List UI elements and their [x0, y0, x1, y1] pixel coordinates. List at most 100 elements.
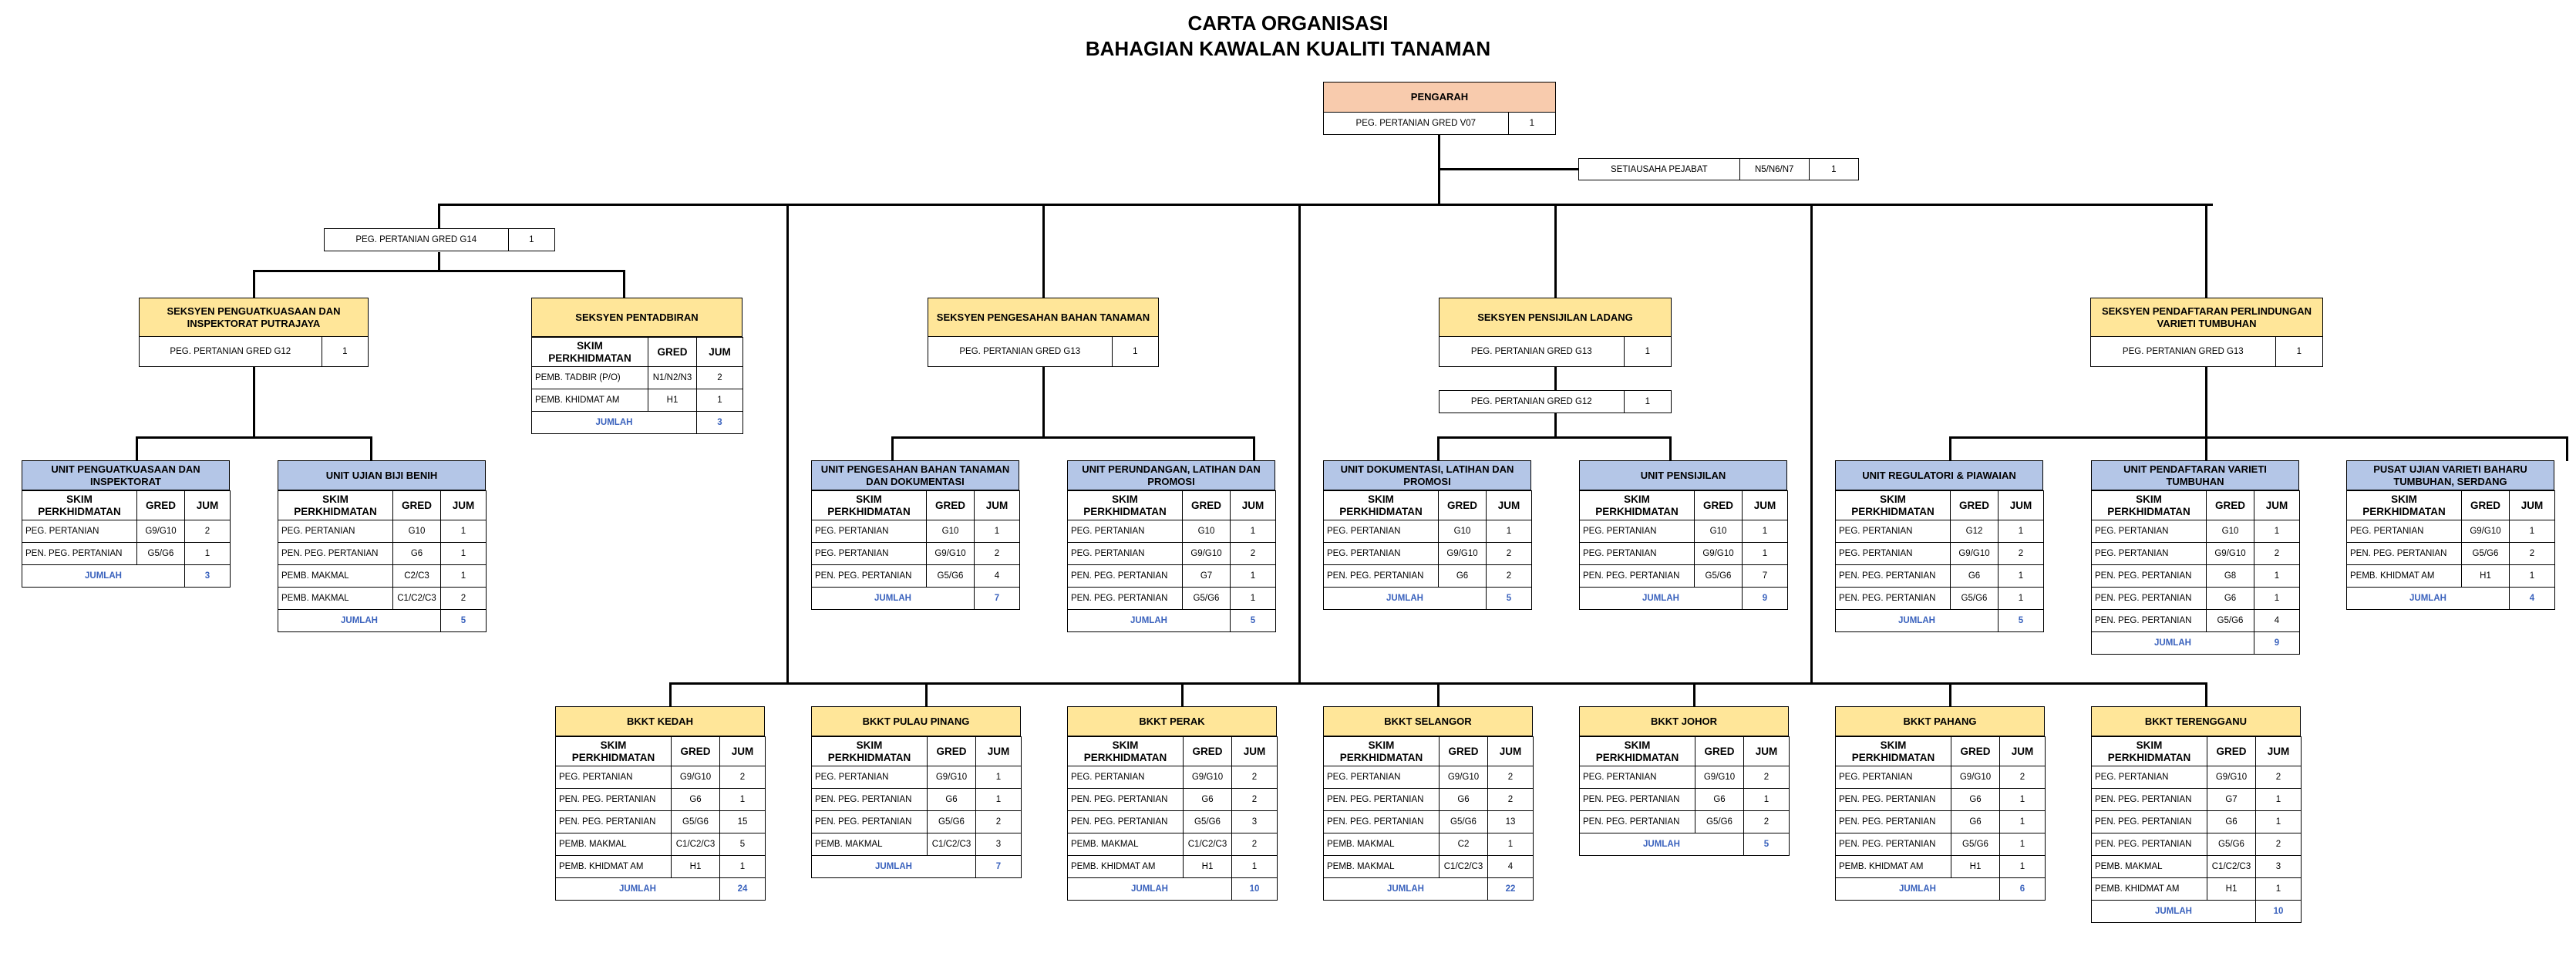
row-jum: 1 [1999, 833, 2046, 856]
row-skim: PEN. PEG. PERTANIAN [1323, 810, 1440, 833]
connector-line [1437, 436, 1440, 461]
row-gred: C1/C2/C3 [1439, 855, 1488, 878]
row-skim: PEN. PEG. PERTANIAN [2091, 810, 2207, 833]
row-jum: 7 [1742, 564, 1788, 588]
header-jum: JUM [1230, 490, 1276, 520]
row-gred: C2/C3 [392, 564, 441, 588]
connector-line [1554, 204, 1557, 298]
row-jum: 1 [1742, 520, 1788, 543]
row-gred: G10 [1182, 520, 1231, 543]
row-skim: PEN. PEG. PERTANIAN [22, 542, 137, 565]
secretary-grade: N5/N6/N7 [1739, 159, 1809, 180]
section-post: PEG. PERTANIAN GRED G12 [170, 347, 291, 356]
row-jum: 2 [1230, 542, 1276, 565]
row-jum: 1 [1743, 788, 1790, 811]
head-title: PENGARAH [1323, 82, 1556, 113]
row-skim: PEN. PEG. PERTANIAN [2091, 833, 2207, 856]
row-jum: 2 [696, 366, 743, 389]
total-label: JUMLAH [1579, 833, 1744, 856]
total-value: 24 [719, 877, 766, 901]
header-gred: GRED [671, 736, 720, 766]
row-skim: PEG. PERTANIAN [1579, 520, 1695, 543]
row-skim: PEG. PERTANIAN [1067, 542, 1183, 565]
row-gred: G6 [1951, 788, 2000, 811]
connector-line [2566, 436, 2568, 461]
top-left-post-row: PEG. PERTANIAN GRED G14 1 [324, 228, 555, 251]
pusat-ujian-varieti-box: PUSAT UJIAN VARIETI BAHARU TUMBUHAN, SER… [2346, 460, 2555, 610]
row-jum: 2 [1487, 766, 1534, 789]
row-skim: PEG. PERTANIAN [2091, 520, 2207, 543]
header-jum: JUM [2254, 490, 2300, 520]
section-count-2: 1 [1623, 391, 1671, 413]
row-jum: 2 [2255, 833, 2302, 856]
connector-line [1949, 436, 1951, 461]
row-gred: G9/G10 [1695, 766, 1744, 789]
total-value: 5 [1486, 587, 1532, 610]
row-gred: C1/C2/C3 [927, 833, 976, 856]
total-label: JUMLAH [1835, 877, 2000, 901]
row-skim: PEMB. KHIDMAT AM [1067, 855, 1184, 878]
box-title: UNIT PENDAFTARAN VARIETI TUMBUHAN [2091, 460, 2299, 490]
connector-line [1949, 682, 1951, 707]
header-jum: JUM [1742, 490, 1788, 520]
row-gred: G7 [2207, 788, 2256, 811]
section-post-row: PEG. PERTANIAN GRED G13 1 [2090, 337, 2323, 367]
section-post: PEG. PERTANIAN GRED G13 [959, 347, 1081, 356]
connector-line [1810, 204, 1813, 685]
row-skim: PEN. PEG. PERTANIAN [1835, 564, 1951, 588]
total-value: 9 [2254, 631, 2300, 655]
row-jum: 4 [1487, 855, 1534, 878]
header-skim: SKIM PERKHIDMATAN [811, 736, 928, 766]
total-value: 22 [1487, 877, 1534, 901]
total-value: 3 [184, 564, 231, 588]
header-jum: JUM [975, 736, 1022, 766]
row-skim: PEN. PEG. PERTANIAN [1067, 810, 1184, 833]
section-pensijilan-ladang: SEKSYEN PENSIJILAN LADANG PEG. PERTANIAN… [1439, 298, 1672, 367]
header-jum: JUM [2255, 736, 2302, 766]
row-skim: PEMB. MAKMAL [1323, 855, 1440, 878]
header-gred: GRED [1695, 736, 1744, 766]
row-skim: PEN. PEG. PERTANIAN [1579, 788, 1695, 811]
row-skim: PEN. PEG. PERTANIAN [278, 542, 393, 565]
header-gred: GRED [392, 490, 441, 520]
header-skim: SKIM PERKHIDMATAN [1323, 736, 1440, 766]
total-label: JUMLAH [2091, 631, 2254, 655]
head-post-row: PEG. PERTANIAN GRED V07 1 [1323, 113, 1556, 135]
row-gred: G9/G10 [1951, 766, 2000, 789]
row-jum: 13 [1487, 810, 1534, 833]
row-jum: 1 [1487, 833, 1534, 856]
row-gred: G9/G10 [1182, 542, 1231, 565]
connector-line [1298, 204, 1301, 685]
row-gred: G5/G6 [136, 542, 185, 565]
row-jum: 3 [975, 833, 1022, 856]
row-jum: 2 [1231, 833, 1278, 856]
row-jum: 1 [184, 542, 231, 565]
row-jum: 1 [1486, 520, 1532, 543]
connector-line [891, 436, 894, 461]
total-label: JUMLAH [1579, 587, 1743, 610]
box-title: BKKT SELANGOR [1323, 706, 1533, 736]
